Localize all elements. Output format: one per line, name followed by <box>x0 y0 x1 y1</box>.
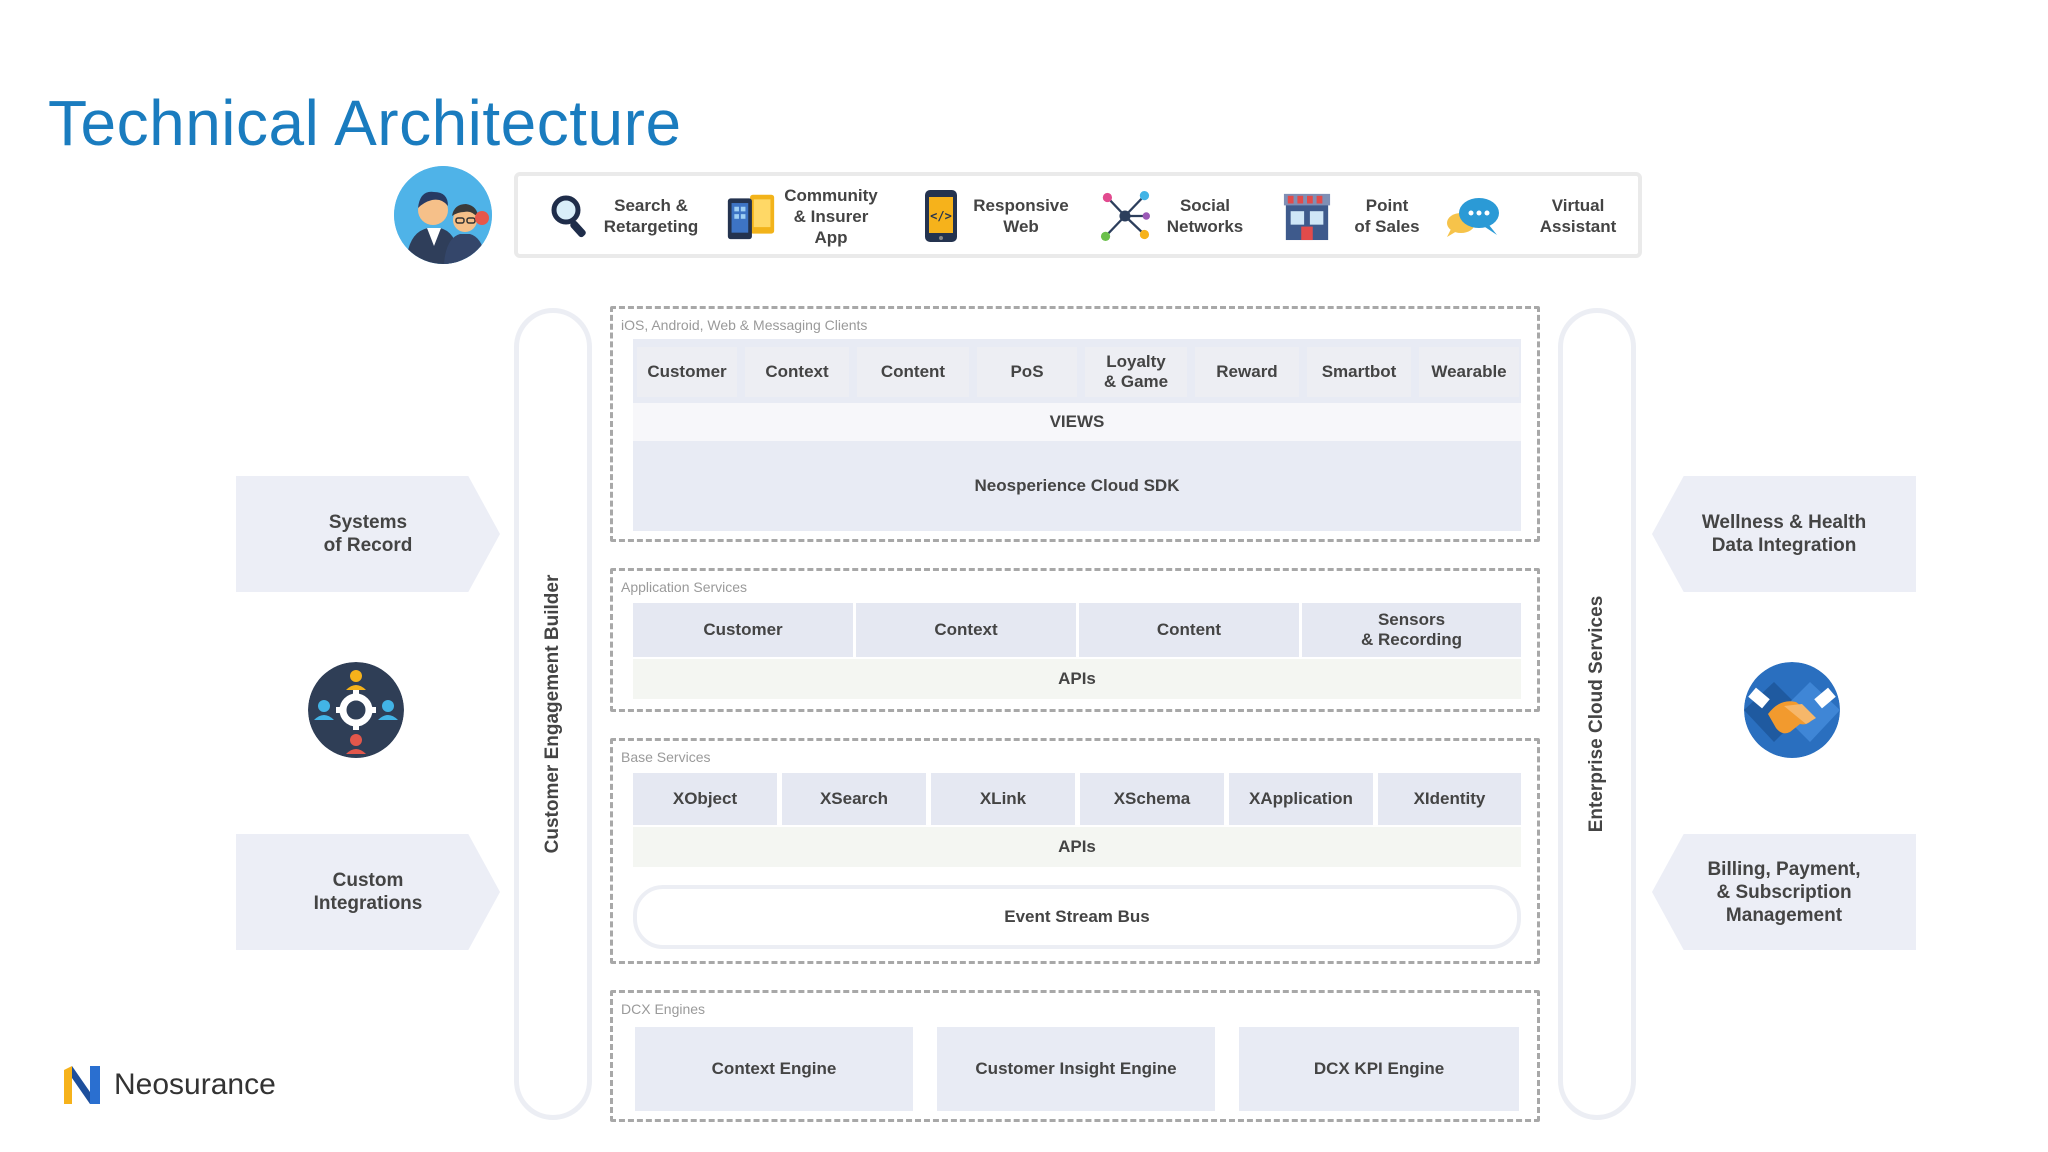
channel-label: Social Networks <box>1166 196 1244 236</box>
svg-text:</>: </> <box>930 209 952 223</box>
view-pos: PoS <box>977 347 1077 397</box>
team-gear-icon <box>308 662 404 758</box>
magnifier-icon <box>546 188 596 244</box>
channel-search: Search & Retargeting <box>546 184 706 248</box>
chat-bubbles-icon <box>1440 188 1504 244</box>
dcx-engines-caption: DCX Engines <box>621 1001 706 1017</box>
views-label: VIEWS <box>633 403 1521 441</box>
pillar-label: Enterprise Cloud Services <box>1586 595 1607 833</box>
base-apis: APIs <box>633 827 1521 867</box>
network-icon <box>1100 188 1150 244</box>
base-service-xsearch: XSearch <box>782 773 926 825</box>
dcx-engines-box: DCX Engines Context Engine Customer Insi… <box>610 990 1540 1122</box>
context-engine: Context Engine <box>635 1027 913 1111</box>
base-services-caption: Base Services <box>621 749 711 765</box>
view-context: Context <box>745 347 849 397</box>
clients-box: iOS, Android, Web & Messaging Clients Cu… <box>610 306 1540 542</box>
customer-insight-engine: Customer Insight Engine <box>937 1027 1215 1111</box>
view-wearable: Wearable <box>1419 347 1519 397</box>
wellness-health-data-integration: Wellness & Health Data Integration <box>1652 476 1916 592</box>
view-loyalty-game: Loyalty & Game <box>1085 347 1187 397</box>
clients-caption: iOS, Android, Web & Messaging Clients <box>621 317 868 333</box>
app-service-customer: Customer <box>633 603 853 657</box>
brand-name: Neosurance <box>114 1068 276 1101</box>
neosurance-logo-icon <box>62 1064 104 1106</box>
base-services-box: Base Services XObject XSearch XLink XSch… <box>610 738 1540 964</box>
code-phone-icon: </> <box>916 188 966 244</box>
channel-label: Virtual Assistant <box>1539 196 1617 236</box>
base-service-xidentity: XIdentity <box>1378 773 1521 825</box>
app-service-sensors-recording: Sensors & Recording <box>1302 603 1521 657</box>
application-apis: APIs <box>633 659 1521 699</box>
base-service-xobject: XObject <box>633 773 777 825</box>
page-title: Technical Architecture <box>48 87 682 159</box>
handshake-icon <box>1744 662 1840 758</box>
base-service-xlink: XLink <box>931 773 1075 825</box>
store-icon <box>1282 188 1332 244</box>
event-stream-bus: Event Stream Bus <box>633 885 1521 949</box>
app-service-context: Context <box>856 603 1076 657</box>
view-reward: Reward <box>1195 347 1299 397</box>
application-services-box: Application Services Customer Context Co… <box>610 568 1540 712</box>
customer-engagement-builder-pillar: Customer Engagement Builder <box>514 308 592 1120</box>
customers-avatar-icon <box>394 166 492 264</box>
pillar-label: Customer Engagement Builder <box>542 574 563 854</box>
mobile-devices-icon <box>726 188 776 244</box>
view-content: Content <box>857 347 969 397</box>
channel-community-app: Community & Insurer App <box>726 184 886 248</box>
systems-of-record: Systems of Record <box>236 476 500 592</box>
channel-point-of-sales: Point of Sales <box>1282 184 1442 248</box>
view-smartbot: Smartbot <box>1307 347 1411 397</box>
channel-label: Community & Insurer App <box>784 185 878 247</box>
channel-label: Responsive Web <box>973 196 1069 236</box>
base-service-xapplication: XApplication <box>1229 773 1373 825</box>
custom-integrations: Custom Integrations <box>236 834 500 950</box>
channel-label: Point of Sales <box>1354 196 1420 236</box>
billing-payment-subscription: Billing, Payment, & Subscription Managem… <box>1652 834 1916 950</box>
dcx-kpi-engine: DCX KPI Engine <box>1239 1027 1519 1111</box>
channel-label: Search & Retargeting <box>603 196 699 236</box>
view-customer: Customer <box>637 347 737 397</box>
channel-virtual-assistant: Virtual Assistant <box>1440 184 1638 248</box>
enterprise-cloud-services-pillar: Enterprise Cloud Services <box>1558 308 1636 1120</box>
channel-responsive-web: </> Responsive Web <box>916 184 1076 248</box>
channel-bar: Search & Retargeting Community & Insurer… <box>514 172 1642 258</box>
application-services-caption: Application Services <box>621 579 748 595</box>
channel-social-networks: Social Networks <box>1100 184 1260 248</box>
app-service-content: Content <box>1079 603 1299 657</box>
neosperience-cloud-sdk: Neosperience Cloud SDK <box>633 441 1521 531</box>
base-service-xschema: XSchema <box>1080 773 1224 825</box>
